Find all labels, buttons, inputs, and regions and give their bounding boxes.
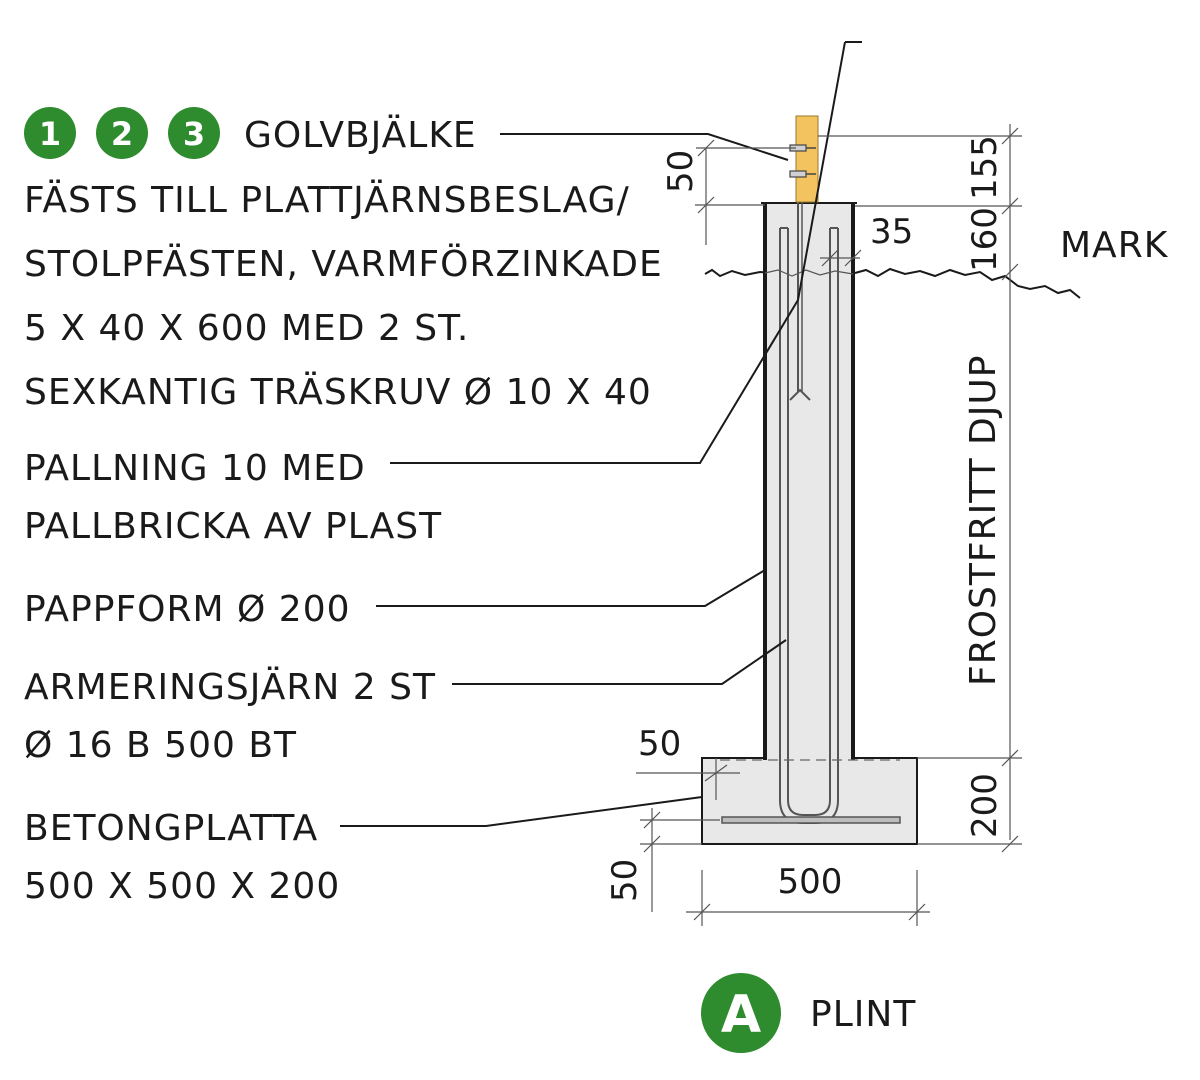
plint-badge-circle <box>701 973 781 1053</box>
dim-200 <box>917 749 1022 853</box>
badge-1-circle <box>24 107 76 159</box>
dim-50-bottom-label: 50 <box>605 859 645 902</box>
label-armering-line-2: Ø 16 B 500 BT <box>24 725 297 766</box>
label-armering-line-1: ARMERINGSJÄRN 2 ST <box>24 666 436 708</box>
timber-joist <box>795 115 819 203</box>
dim-155-160 <box>818 124 1022 840</box>
label-fasts-line-2: STOLPFÄSTEN, VARMFÖRZINKADE <box>24 243 663 285</box>
concrete-column <box>765 203 853 760</box>
label-pallning-line-2: PALLBRICKA AV PLAST <box>24 506 442 547</box>
ground-line-column <box>764 269 854 277</box>
dim-50-slab <box>636 758 740 800</box>
badge-2-circle <box>96 107 148 159</box>
label-pallning-line-1: PALLNING 10 MED <box>24 448 366 489</box>
leader-armering <box>452 639 787 685</box>
plint-badge-letter: A <box>721 985 761 1045</box>
dim-35 <box>820 249 862 267</box>
leader-pallning <box>390 299 799 464</box>
dim-50-bottom <box>640 808 720 912</box>
dim-35-label: 35 <box>870 212 913 252</box>
label-pappform: PAPPFORM Ø 200 <box>24 589 351 630</box>
bracket-anchor <box>789 388 811 401</box>
badge-1-number: 1 <box>39 115 61 153</box>
badge-3-circle <box>168 107 220 159</box>
label-golvbjalke: GOLVBJÄLKE <box>244 114 477 156</box>
dim-50-top-label: 50 <box>661 150 701 193</box>
badge-3-number: 3 <box>183 115 205 153</box>
dim-160-label: 160 <box>965 207 1005 272</box>
label-betong-line-2: 500 X 500 X 200 <box>24 866 340 907</box>
rebar-inner <box>787 228 831 816</box>
leader-fasts-plate <box>797 41 862 301</box>
ground-line <box>704 267 1081 299</box>
label-fasts-line-1: FÄSTS TILL PLATTJÄRNSBESLAG/ <box>24 179 630 221</box>
hex-screw-icon <box>789 144 816 178</box>
badge-2-number: 2 <box>111 115 133 153</box>
rebar-bottom-bar <box>721 816 901 824</box>
label-betong-line-1: BETONGPLATTA <box>24 808 318 849</box>
dim-155-label: 155 <box>965 135 1005 200</box>
label-frostfritt-djup: FROSTFRITT DJUP <box>963 355 1004 686</box>
leader-pappform <box>376 569 766 607</box>
dim-200-label: 200 <box>965 773 1005 838</box>
leader-betongplatta <box>340 796 703 827</box>
dim-500-label: 500 <box>778 862 843 902</box>
dim-500 <box>686 870 930 926</box>
dim-50-top <box>695 139 796 245</box>
dim-50-slab-label: 50 <box>638 724 681 764</box>
label-mark: MARK <box>1060 225 1169 266</box>
concrete-slab <box>701 757 918 845</box>
leader-golvbjalke <box>500 133 789 161</box>
label-fasts-line-4: SEXKANTIG TRÄSKRUV Ø 10 X 40 <box>24 371 652 413</box>
plint-label: PLINT <box>810 994 916 1035</box>
label-fasts-line-3: 5 X 40 X 600 MED 2 ST. <box>24 308 469 349</box>
badge-group: 1 2 3 <box>24 107 220 159</box>
